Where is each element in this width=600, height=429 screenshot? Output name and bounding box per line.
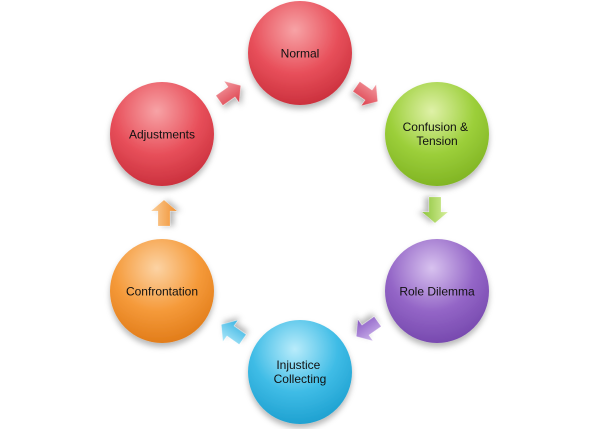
node-role-label: Role Dilemma <box>399 285 475 299</box>
node-confusion-label-line1: Confusion & <box>403 120 468 134</box>
node-adjustments-label: Adjustments <box>129 128 195 142</box>
node-role-dilemma: Role Dilemma <box>385 239 489 343</box>
svg-text:Injustice Collecting: Injustice Collecting <box>274 358 327 386</box>
svg-text:Role Dilemma: Role Dilemma <box>399 285 475 299</box>
svg-text:Confrontation: Confrontation <box>126 285 198 299</box>
node-injustice-label-line1: Injustice <box>276 358 320 372</box>
node-normal-label: Normal <box>281 47 320 61</box>
svg-text:Adjustments: Adjustments <box>129 128 195 142</box>
node-injustice-label-line2: Collecting <box>274 372 327 386</box>
svg-text:Normal: Normal <box>281 47 320 61</box>
arrow-confrontation-to-adjustments <box>150 199 178 227</box>
arrow-confusion-to-role <box>421 196 449 224</box>
node-normal: Normal <box>248 1 352 105</box>
node-confusion-label-line2: Tension <box>416 134 457 148</box>
arrow-normal-to-confusion <box>352 81 378 107</box>
svg-text:Confusion & Tension: Confusion & Tension <box>403 120 472 148</box>
arrow-adjustments-to-normal <box>215 80 241 106</box>
node-confrontation-label: Confrontation <box>126 285 198 299</box>
arrow-role-to-injustice <box>356 316 382 342</box>
node-confrontation: Confrontation <box>110 239 214 343</box>
node-confusion-tension: Confusion & Tension <box>385 82 489 186</box>
node-adjustments: Adjustments <box>110 82 214 186</box>
node-injustice-collecting: Injustice Collecting <box>248 320 352 424</box>
arrow-injustice-to-confrontation <box>221 319 247 345</box>
